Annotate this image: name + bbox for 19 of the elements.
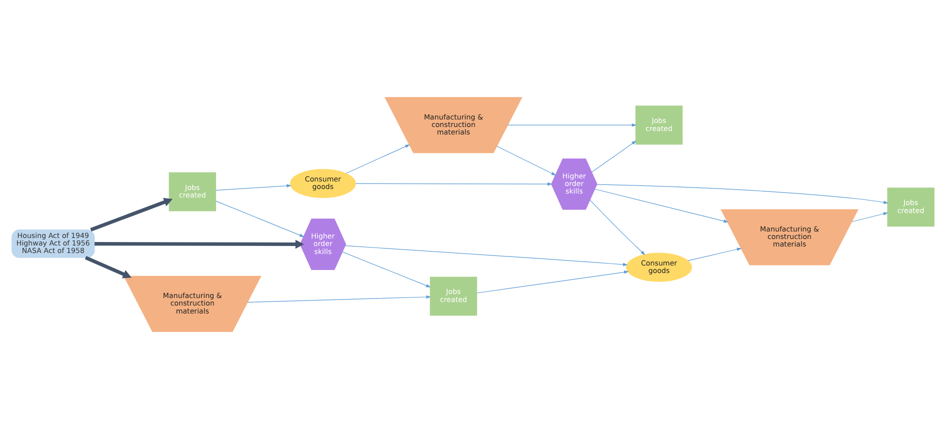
arrow [851,212,888,222]
arrow [90,197,173,231]
arrow [345,244,628,266]
arrow [596,184,888,204]
arrow [346,144,410,174]
arrow [496,145,556,175]
arrow [476,270,629,293]
arrow [590,199,646,255]
arrow [591,140,636,172]
arrow [594,188,728,222]
arrow [216,200,304,236]
arrow [688,247,742,260]
arrow [247,294,431,302]
arrow [342,251,431,287]
arrow [84,255,132,278]
arrow [507,122,637,126]
arrow [216,184,292,190]
arrow [94,239,304,248]
arrow [355,182,552,186]
